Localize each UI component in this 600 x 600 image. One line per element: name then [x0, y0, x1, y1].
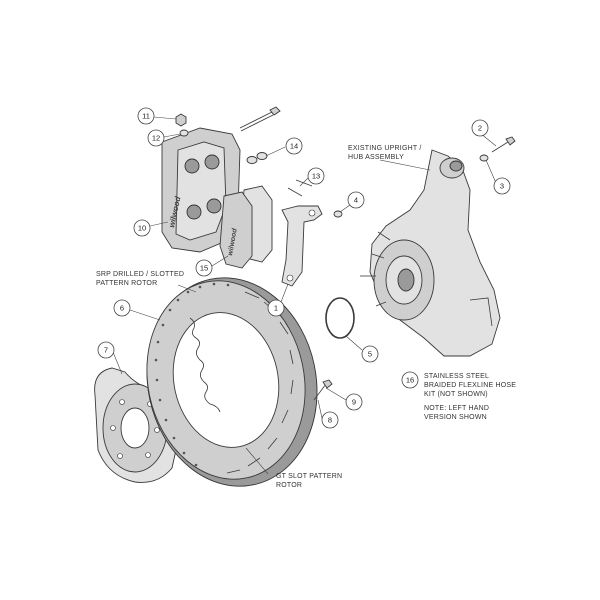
pad-brand-logo: wilwood [227, 227, 239, 256]
svg-text:15: 15 [200, 264, 208, 273]
svg-text:ROTOR: ROTOR [276, 482, 302, 489]
callout-11: 11 [137, 107, 155, 125]
svg-text:VERSION SHOWN: VERSION SHOWN [424, 414, 487, 421]
svg-text:10: 10 [138, 224, 146, 233]
callout-16: 16 [401, 371, 419, 389]
callout-10: 10 [133, 219, 151, 237]
svg-text:16: 16 [406, 376, 414, 385]
svg-text:EXISTING UPRIGHT /: EXISTING UPRIGHT / [348, 145, 421, 152]
svg-text:KIT (NOT SHOWN): KIT (NOT SHOWN) [424, 391, 488, 398]
svg-text:SRP DRILLED / SLOTTED: SRP DRILLED / SLOTTED [96, 271, 184, 278]
brake-pads: wilwood [219, 185, 273, 269]
callout-14: 14 [285, 137, 303, 155]
svg-text:5: 5 [368, 350, 372, 359]
caliper: wilwood [161, 127, 241, 253]
svg-text:13: 13 [312, 172, 320, 181]
callout-7: 7 [97, 341, 115, 359]
callout-2: 2 [471, 119, 489, 137]
svg-text:9: 9 [352, 398, 356, 407]
callout-9: 9 [345, 393, 363, 411]
svg-text:12: 12 [152, 134, 160, 143]
hose-kit-label: STAINLESS STEEL BRAIDED FLEXLINE HOSE KI… [424, 373, 516, 398]
srp-rotor-label: SRP DRILLED / SLOTTED PATTERN ROTOR [96, 271, 184, 287]
svg-text:PATTERN ROTOR: PATTERN ROTOR [96, 280, 157, 287]
svg-text:STAINLESS STEEL: STAINLESS STEEL [424, 373, 489, 380]
svg-text:BRAIDED FLEXLINE HOSE: BRAIDED FLEXLINE HOSE [424, 382, 516, 389]
caliper-bracket [281, 205, 323, 287]
callout-13: 13 [307, 167, 325, 185]
svg-text:14: 14 [290, 142, 298, 151]
upright-label: EXISTING UPRIGHT / HUB ASSEMBLY [348, 145, 421, 161]
callout-15: 15 [195, 259, 213, 277]
callout-12: 12 [147, 129, 165, 147]
svg-text:3: 3 [500, 182, 504, 191]
svg-text:GT SLOT PATTERN: GT SLOT PATTERN [276, 473, 342, 480]
svg-text:2: 2 [478, 124, 482, 133]
svg-text:6: 6 [120, 304, 124, 313]
callout-6: 6 [113, 299, 131, 317]
rotor [146, 277, 318, 487]
note-label: NOTE: LEFT HAND VERSION SHOWN [424, 405, 489, 421]
svg-text:7: 7 [104, 346, 108, 355]
svg-text:8: 8 [328, 416, 332, 425]
upright-hub-assembly [360, 149, 501, 357]
svg-text:HUB ASSEMBLY: HUB ASSEMBLY [348, 154, 404, 161]
callout-4: 4 [347, 191, 365, 209]
svg-text:1: 1 [274, 304, 278, 313]
callout-3: 3 [493, 177, 511, 195]
svg-text:11: 11 [142, 112, 150, 121]
callout-5: 5 [361, 345, 379, 363]
svg-text:NOTE: LEFT HAND: NOTE: LEFT HAND [424, 405, 489, 412]
callout-1: 1 [267, 299, 285, 317]
callout-8: 8 [321, 411, 339, 429]
svg-text:4: 4 [354, 196, 358, 205]
gt-rotor-label: GT SLOT PATTERN ROTOR [276, 473, 342, 489]
hardware [175, 106, 516, 401]
